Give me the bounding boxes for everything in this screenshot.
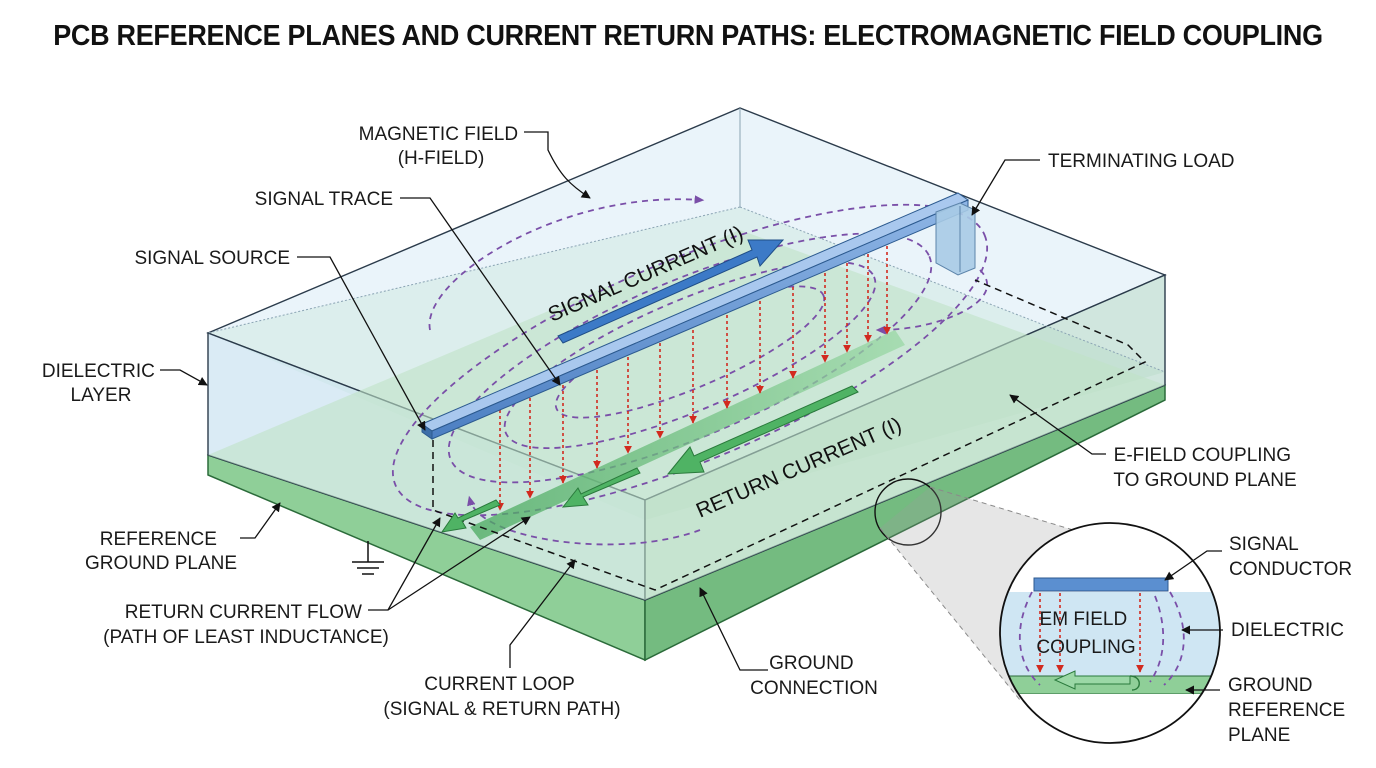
return-current-path — [470, 330, 905, 540]
dielectric-layer-label: DIELECTRIC LAYER — [42, 361, 160, 406]
inset-circle — [999, 522, 1221, 744]
efield-coupling-label: E-FIELD COUPLING TO GROUND PLANE — [1113, 445, 1296, 491]
return-current-flow-label: RETURN CURRENT FLOW (PATH OF LEAST INDUC… — [103, 602, 389, 648]
ground-connection-label: GROUND CONNECTION — [750, 653, 878, 699]
efield-coupling-lines — [496, 246, 891, 511]
return-current-arrow — [440, 385, 859, 533]
magnetic-field-label: MAGNETIC FIELD (H-FIELD) — [359, 124, 524, 169]
terminating-load-label: TERMINATING LOAD — [1048, 151, 1235, 172]
inset-em-field-label: EM FIELD COUPLING — [1036, 609, 1135, 658]
inset-dielectric-label: DIELECTRIC — [1231, 620, 1344, 641]
current-loop-label: CURRENT LOOP (SIGNAL & RETURN PATH) — [383, 674, 620, 720]
magnetic-field-lines — [391, 195, 989, 546]
ground-symbol-icon — [352, 541, 384, 575]
inset-ground-reference-plane-label: GROUND REFERENCE PLANE — [1228, 675, 1350, 746]
leader-lines — [160, 131, 1106, 671]
current-loop-path — [432, 279, 1147, 591]
zoom-source-circle — [874, 478, 942, 546]
signal-trace — [420, 192, 970, 440]
inset-leader-lines — [1164, 550, 1223, 695]
inset-signal-conductor — [1033, 577, 1169, 592]
page-title: PCB REFERENCE PLANES AND CURRENT RETURN … — [53, 20, 1323, 52]
signal-current-arrow — [557, 239, 785, 344]
inset-zoom: EM FIELD COUPLING — [874, 478, 1221, 744]
signal-trace-label: SIGNAL TRACE — [255, 189, 393, 210]
reference-ground-plane-label: REFERENCE GROUND PLANE — [85, 529, 237, 574]
terminating-load — [935, 202, 976, 276]
signal-source-label: SIGNAL SOURCE — [134, 248, 290, 269]
inset-return-arrow — [1053, 670, 1131, 690]
inset-signal-conductor-label: SIGNAL CONDUCTOR — [1229, 534, 1352, 580]
